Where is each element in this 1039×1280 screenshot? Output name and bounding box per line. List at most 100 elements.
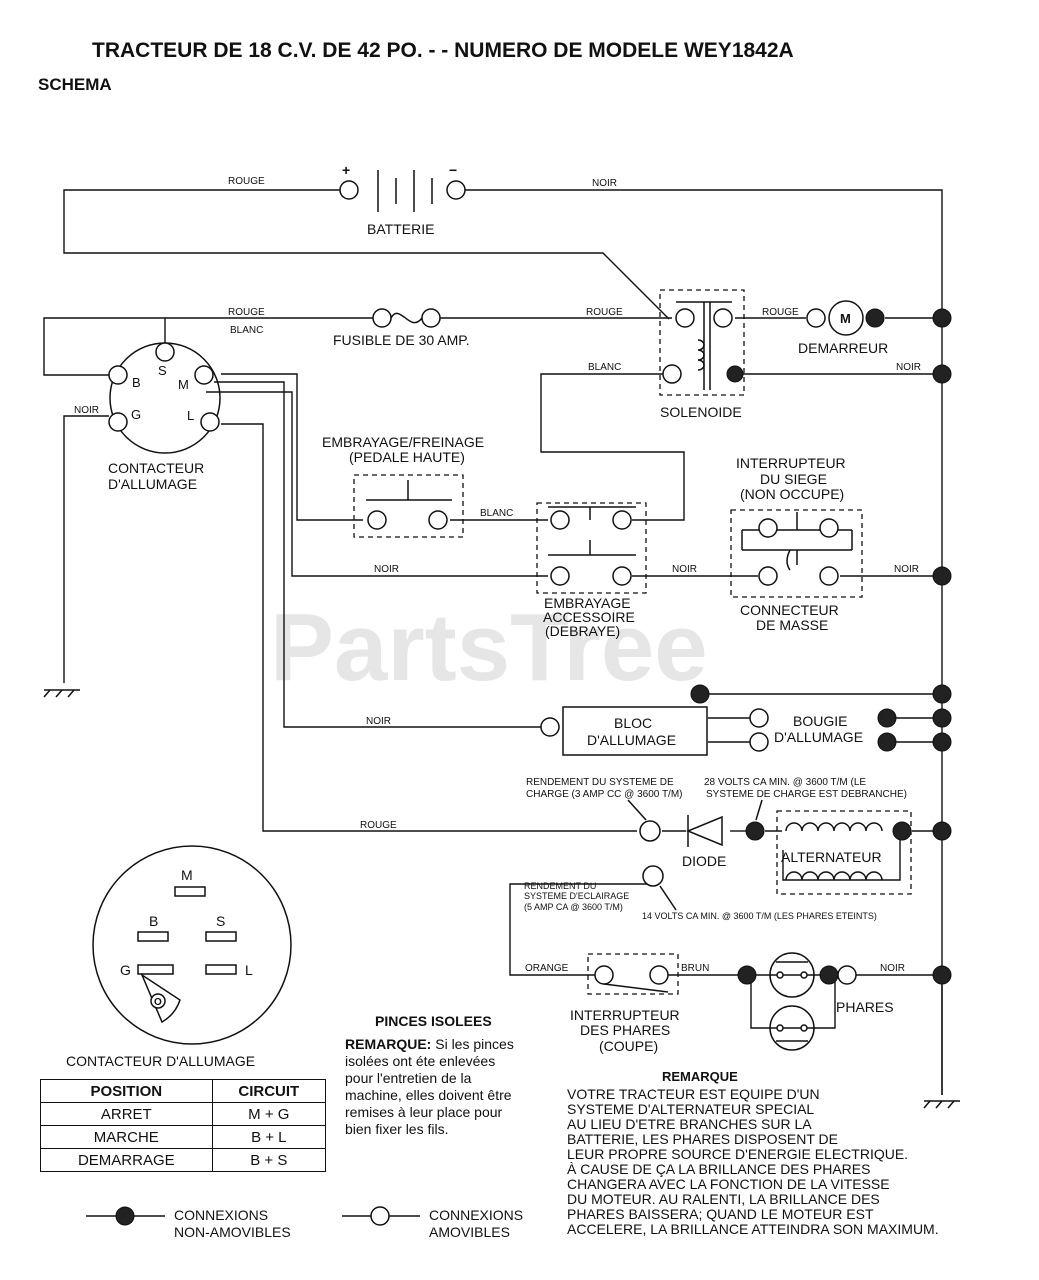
pinces-note: PINCES ISOLEES REMARQUE: Si les pinces i…: [345, 1013, 514, 1137]
tv-o: O: [154, 997, 162, 1008]
tv-b: B: [149, 913, 158, 929]
ignition-module-label-1: BLOC: [614, 715, 652, 731]
legend-removable-2: AMOVIBLES: [429, 1224, 510, 1240]
tv-g: G: [120, 962, 131, 978]
pinces-line-6: bien fixer les fils.: [345, 1121, 448, 1137]
volts28-note-2: SYSTEME DE CHARGE EST DEBRANCHE): [706, 789, 907, 800]
ground-connector-label-1: CONNECTEUR: [740, 602, 839, 618]
remarque-title: REMARQUE: [662, 1069, 738, 1084]
brake-switch-label-1: EMBRAYAGE/FREINAGE: [322, 434, 484, 450]
headlight-switch: INTERRUPTEUR DES PHARES (COUPE): [570, 953, 680, 1054]
seat-switch-label-3: (NON OCCUPE): [740, 486, 844, 502]
remarque-line-7: CHANGERA AVEC LA FONCTION DE LA VITESSE: [567, 1176, 890, 1192]
tv-title: CONTACTEUR D'ALLUMAGE: [66, 1053, 255, 1069]
terminal-g: G: [131, 407, 141, 422]
light-note-2: SYSTEME D'ECLAIRAGE: [524, 891, 629, 901]
pinces-line-1-text: Si les pinces: [431, 1036, 513, 1052]
wires: [43, 189, 943, 1095]
volts14-note: 14 VOLTS CA MIN. @ 3600 T/M (LES PHARES …: [642, 911, 877, 921]
tv-s: S: [216, 913, 225, 929]
wire-label-blanc-1: BLANC: [230, 325, 263, 336]
remarque-line-10: ACCELERE, LA BRILLANCE ATTEINDRA SON MAX…: [567, 1221, 939, 1237]
battery-plus: +: [342, 162, 350, 178]
legend-fixed-1: CONNEXIONS: [174, 1207, 268, 1223]
remarque-line-3: AU LIEU D'ETRE BRANCHES SUR LA: [567, 1116, 812, 1132]
ignition-switch-label-1: CONTACTEUR: [108, 460, 204, 476]
wire-label-noir-1: NOIR: [592, 178, 617, 189]
circuit-cell: M + G: [211, 1102, 327, 1126]
seat-switch-label-1: INTERRUPTEUR: [736, 455, 846, 471]
junctions: [932, 308, 952, 985]
spark-plug: BOUGIE D'ALLUMAGE: [749, 708, 897, 752]
header-circuit: CIRCUIT: [211, 1079, 327, 1103]
starter-label: DEMARREUR: [798, 340, 888, 356]
headlights-label: PHARES: [836, 999, 894, 1015]
wire-label-noir-5: NOIR: [672, 564, 697, 575]
tv-m: M: [181, 867, 193, 883]
wire-label-rouge-3: ROUGE: [586, 307, 623, 318]
legend: CONNEXIONS NON-AMOVIBLES CONNEXIONS AMOV…: [86, 1206, 523, 1240]
remarque-note: REMARQUE VOTRE TRACTEUR EST EQUIPE D'UN …: [567, 1069, 939, 1237]
headlight-switch-label-1: INTERRUPTEUR: [570, 1007, 680, 1023]
pto-switch-label-3: (DEBRAYE): [545, 623, 620, 639]
light-note-1: RENDEMENT DU: [524, 881, 596, 891]
remarque-line-2: SYSTEME D'ALTERNATEUR SPECIAL: [567, 1101, 814, 1117]
legend-removable-1: CONNEXIONS: [429, 1207, 523, 1223]
alternator: ALTERNATEUR: [776, 810, 912, 895]
wire-label-noir-8: NOIR: [880, 963, 905, 974]
position-table-header: POSITION CIRCUIT: [40, 1079, 327, 1103]
headlights: PHARES: [737, 952, 894, 1051]
pinces-line-2: isolées ont éte enlevées: [345, 1053, 495, 1069]
wire-label-rouge-2: ROUGE: [228, 307, 265, 318]
wire-label-rouge-4: ROUGE: [762, 307, 799, 318]
pto-switch: EMBRAYAGE ACCESSOIRE (DEBRAYE): [536, 502, 647, 639]
light-note-3: (5 AMP CA @ 3600 T/M): [524, 902, 623, 912]
table-row: MARCHE B + L: [40, 1125, 327, 1149]
circuit-cell: B + S: [211, 1148, 327, 1172]
wire-label-rouge-1: ROUGE: [228, 176, 265, 187]
charge-notes: RENDEMENT DU SYSTEME DE CHARGE (3 AMP CC…: [524, 777, 907, 921]
seat-switch-label-2: DU SIEGE: [760, 471, 827, 487]
watermark: PartsTree: [270, 594, 708, 701]
remarque-line-4: BATTERIE, LES PHARES DISPOSENT DE: [567, 1131, 838, 1147]
terminal-l: L: [187, 408, 194, 423]
pinces-remark-label: REMARQUE:: [345, 1036, 431, 1052]
wire-label-noir-3: NOIR: [74, 405, 99, 416]
pinces-line-3: pour l'entretien de la: [345, 1070, 472, 1086]
spark-plug-label-2: D'ALLUMAGE: [774, 729, 863, 745]
solenoid-label: SOLENOIDE: [660, 404, 742, 420]
remarque-line-1: VOTRE TRACTEUR EST EQUIPE D'UN: [567, 1086, 820, 1102]
ground-symbol-right: [923, 1100, 960, 1109]
wire-label-rouge-5: ROUGE: [360, 820, 397, 831]
pinces-line-5: remises à leur place pour: [345, 1104, 503, 1120]
ignition-switch-label-2: D'ALLUMAGE: [108, 476, 197, 492]
battery-minus: −: [449, 162, 457, 178]
terminal-b: B: [132, 375, 141, 390]
page-title: TRACTEUR DE 18 C.V. DE 42 PO. - - NUMERO…: [92, 39, 794, 62]
volts28-note-1: 28 VOLTS CA MIN. @ 3600 T/M (LE: [704, 777, 866, 788]
circuit-cell: B + L: [211, 1125, 327, 1149]
position-cell: ARRET: [40, 1102, 213, 1126]
charge-note-2: CHARGE (3 AMP CC @ 3600 T/M): [526, 789, 683, 800]
diode: DIODE: [639, 815, 765, 869]
ignition-module: BLOC D'ALLUMAGE: [540, 684, 710, 756]
wire-label-orange: ORANGE: [525, 963, 569, 974]
position-cell: DEMARRAGE: [40, 1148, 213, 1172]
wire-label-noir-2: NOIR: [896, 362, 921, 373]
battery-label: BATTERIE: [367, 221, 434, 237]
terminal-m: M: [178, 377, 189, 392]
headlight-switch-label-2: DES PHARES: [580, 1022, 670, 1038]
solenoid: SOLENOIDE: [659, 289, 745, 420]
pinces-line-1: REMARQUE: Si les pinces: [345, 1036, 514, 1052]
wire-label-blanc-2: BLANC: [588, 362, 621, 373]
position-cell: MARCHE: [40, 1125, 213, 1149]
remarque-line-5: LEUR PROPRE SOURCE D'ENERGIE ELECTRIQUE.: [567, 1146, 908, 1162]
wire-label-brun: BRUN: [681, 963, 709, 974]
brake-switch-label-2: (PEDALE HAUTE): [349, 449, 465, 465]
terminal-s: S: [158, 363, 167, 378]
fuse: FUSIBLE DE 30 AMP.: [333, 308, 470, 348]
ground-symbol-left: [43, 689, 80, 698]
page-subtitle: SCHEMA: [38, 75, 112, 94]
fuse-label: FUSIBLE DE 30 AMP.: [333, 332, 470, 348]
